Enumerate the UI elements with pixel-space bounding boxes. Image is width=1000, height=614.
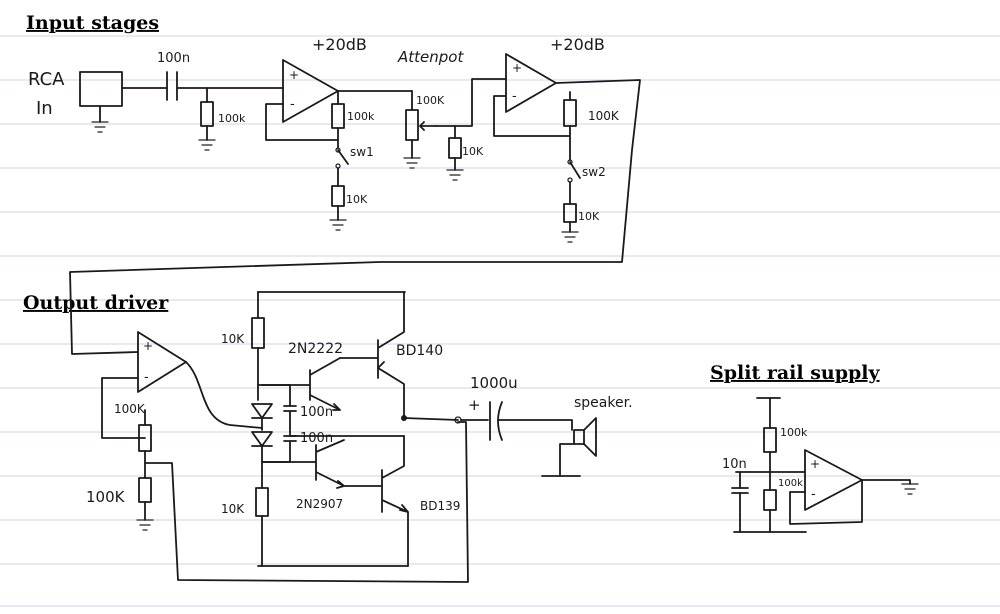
capacitor-plate: [497, 401, 503, 441]
opamp-1-minus: -: [290, 97, 295, 112]
r-pot-label: 10K: [462, 145, 484, 158]
resistor-100k: [138, 477, 152, 503]
opamp-3-icon: [137, 331, 187, 393]
output-driver-circuit: + - 100K 100K 10K 100n 100n 10K: [86, 291, 633, 583]
diode-icon: [251, 403, 273, 419]
split-rail-circuit: 100k 10n 100k + -: [722, 397, 919, 533]
ground-icon: [198, 139, 216, 151]
r-fb2-label: 100K: [588, 109, 620, 123]
sw2-label: sw2: [582, 165, 606, 179]
resistor-10k: [448, 137, 462, 159]
resistor-10k: [563, 203, 577, 223]
cap-plus-sign: +: [468, 396, 481, 414]
heading-split-rail-supply: Split rail supply: [710, 362, 881, 384]
ground-icon: [91, 121, 109, 133]
resistor-10k: [331, 185, 345, 207]
opamp-4-icon: [804, 449, 863, 511]
r-top-label: 10K: [221, 332, 245, 346]
rca-label: RCA: [28, 69, 65, 90]
opamp-3-plus: +: [143, 339, 153, 353]
transistor-bd139-icon: [343, 435, 409, 567]
ground-icon: [901, 483, 919, 495]
cap-out-label: 1000u: [470, 374, 518, 392]
pot-label: 100K: [416, 94, 445, 107]
opamp-4-minus: -: [811, 487, 816, 502]
heading-output-driver: Output driver: [23, 292, 169, 314]
switch-2-icon: [569, 161, 581, 179]
switch-1-icon: [337, 149, 349, 165]
input-stages-circuit: RCA In 100n 100k + - +20dB 100k sw1: [28, 35, 641, 355]
ground-icon: [329, 219, 347, 231]
c2-label: 100n: [300, 431, 333, 446]
potentiometer-icon: [405, 109, 419, 141]
resistor-100k: [563, 99, 577, 127]
q4-label: BD139: [420, 499, 460, 513]
r-bot-label: 10K: [221, 502, 245, 516]
resistor-100k: [763, 489, 777, 511]
cap-label: 10n: [722, 457, 747, 472]
cap-100n-label: 100n: [157, 51, 190, 66]
opamp-3-minus: -: [144, 370, 149, 385]
attenpot-label: Attenpot: [397, 48, 464, 66]
transistor-2n2222-icon: [257, 357, 341, 411]
diode-icon: [251, 431, 273, 447]
q2-label: BD140: [396, 343, 443, 359]
r-sw1-label: 10K: [346, 193, 368, 206]
sw1-label: sw1: [350, 145, 374, 159]
ground-icon: [403, 157, 421, 169]
r-sw2-label: 10K: [578, 210, 600, 223]
interstage-wire: [69, 79, 641, 355]
opamp-2-plus: +: [512, 61, 522, 75]
resistor-10k: [255, 487, 269, 517]
resistor-100k: [200, 101, 214, 127]
heading-input-stages: Input stages: [26, 12, 159, 34]
ground-icon: [446, 169, 464, 181]
speaker-label: speaker.: [574, 395, 633, 411]
speaker-icon: [573, 429, 585, 445]
q3-label: 2N2907: [296, 497, 343, 511]
r-fb-label: 100K: [114, 402, 146, 416]
ground-icon: [136, 519, 154, 531]
opamp-4-plus: +: [810, 457, 820, 471]
gain-2-label: +20dB: [550, 35, 605, 54]
rca-connector-icon: [79, 71, 123, 107]
opamp-2-icon: [505, 53, 557, 113]
opamp-2-minus: -: [512, 89, 517, 104]
r-bot-label: 100k: [778, 478, 803, 489]
c1-label: 100n: [300, 405, 333, 420]
ground-icon: [561, 231, 579, 243]
transistor-bd140-icon: [339, 291, 405, 421]
r-top-label: 100k: [780, 426, 808, 439]
opamp-1-icon: [282, 59, 339, 123]
r-in-label: 100k: [218, 112, 246, 125]
in-label: In: [36, 98, 53, 119]
transistor-2n2907-icon: [261, 439, 345, 489]
r-gnd-label: 100K: [86, 488, 126, 506]
paper-rules: [0, 35, 1000, 607]
q1-label: 2N2222: [288, 341, 343, 357]
opamp-1-plus: +: [289, 68, 299, 82]
r-fb1-label: 100k: [347, 110, 375, 123]
gain-1-label: +20dB: [312, 35, 367, 54]
